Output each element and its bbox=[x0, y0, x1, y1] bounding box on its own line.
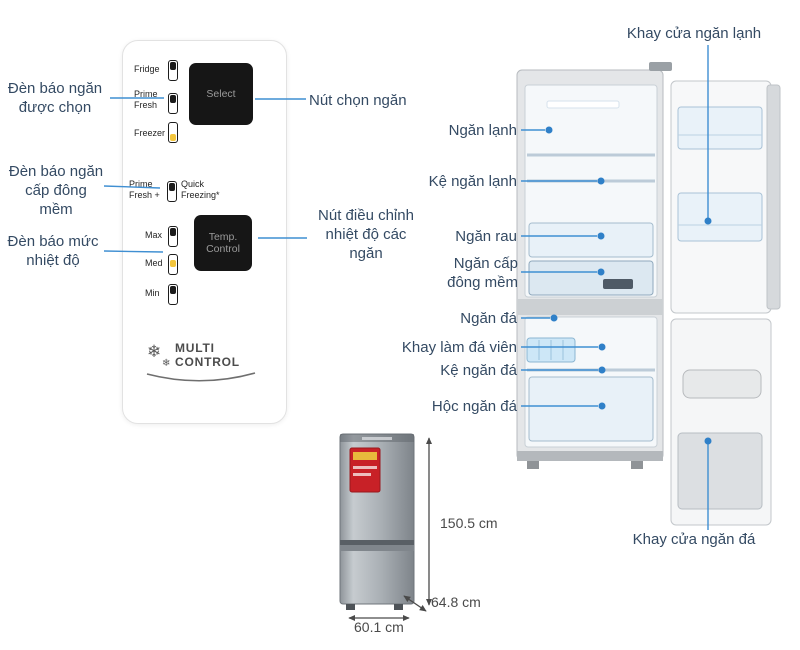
logo-swoosh bbox=[146, 372, 256, 382]
min-level-light bbox=[168, 284, 178, 305]
soft-freeze-drawer bbox=[528, 260, 654, 296]
med-level-label: Med bbox=[145, 258, 163, 268]
prime-fresh-plus-label: Prime Fresh + bbox=[129, 179, 160, 200]
snowflake-small-icon: ❄ bbox=[162, 358, 171, 369]
fridge-indicator-label: Fridge bbox=[134, 64, 160, 74]
freezer-drawer bbox=[528, 376, 654, 442]
fridge-door-bin-2 bbox=[677, 192, 763, 242]
freezer-indicator-label: Freezer bbox=[134, 128, 166, 138]
max-level-label: Max bbox=[145, 230, 163, 240]
callout-soft-freeze-indicator: Đèn báo ngăn cấp đông mềm bbox=[8, 163, 104, 218]
fridge-door-bin-1 bbox=[677, 106, 763, 150]
refrigerator-dimension-illustration bbox=[332, 428, 432, 613]
soft-freeze-indicator-light bbox=[167, 181, 177, 202]
refrigerator-closed-drawing bbox=[339, 433, 415, 610]
control-panel: Fridge Prime Fresh Freezer Select Prime … bbox=[122, 40, 287, 424]
dimension-depth: 64.8 cm bbox=[431, 594, 481, 610]
med-level-light bbox=[168, 254, 178, 275]
door-divider bbox=[340, 540, 414, 545]
freezer-door-handle bbox=[682, 369, 762, 399]
multi-control-logo: ❄ ❄ MULTI CONTROL bbox=[145, 339, 261, 391]
quick-freezing-label: Quick Freezing* bbox=[181, 179, 220, 200]
max-level-light bbox=[168, 226, 178, 247]
multi-control-text: MULTI CONTROL bbox=[175, 341, 240, 369]
refrigerator-open-illustration bbox=[505, 55, 790, 530]
callout-soft-freeze-drawer: Ngăn cấp đông mềm bbox=[447, 255, 518, 291]
top-hinge bbox=[649, 62, 672, 71]
callout-fridge-door-tray: Khay cửa ngăn lạnh bbox=[626, 25, 762, 42]
snowflake-icon: ❄ bbox=[147, 342, 162, 362]
temp-control-button[interactable]: Temp. Control bbox=[194, 215, 252, 271]
callout-temp-level-indicator: Đèn báo mức nhiệt độ bbox=[7, 233, 99, 269]
vegetable-drawer bbox=[528, 222, 654, 258]
min-level-label: Min bbox=[145, 288, 160, 298]
callout-freezer-door-tray: Khay cửa ngăn đá bbox=[632, 531, 756, 548]
freezer-indicator-light bbox=[168, 122, 178, 143]
led-light bbox=[546, 100, 620, 109]
refrigerator-open-drawing bbox=[516, 62, 781, 526]
callout-freezer-shelf: Kệ ngăn đá bbox=[440, 362, 517, 379]
fridge-indicator-light bbox=[168, 60, 178, 81]
prime-fresh-indicator-light bbox=[168, 93, 178, 114]
dimension-width: 60.1 cm bbox=[354, 619, 404, 635]
callout-fridge-shelf: Kệ ngăn lạnh bbox=[428, 173, 517, 190]
callout-selected-indicator: Đèn báo ngăn được chọn bbox=[7, 80, 103, 116]
select-button[interactable]: Select bbox=[189, 63, 253, 125]
callout-fridge-compartment: Ngăn lạnh bbox=[448, 122, 517, 139]
freezer-door-bin bbox=[677, 432, 763, 510]
prime-fresh-indicator-label: Prime Fresh bbox=[134, 89, 158, 110]
callout-ice-cube-tray: Khay làm đá viên bbox=[401, 339, 517, 356]
callout-select-button: Nút chọn ngăn bbox=[309, 92, 407, 109]
callout-freezer-compartment: Ngăn đá bbox=[460, 310, 517, 327]
callout-freezer-drawer: Hộc ngăn đá bbox=[431, 398, 517, 415]
dimension-height: 150.5 cm bbox=[440, 515, 498, 531]
callout-temp-button: Nút điều chỉnh nhiệt độ các ngăn bbox=[318, 207, 414, 262]
callout-vegetable-drawer: Ngăn rau bbox=[455, 228, 517, 245]
